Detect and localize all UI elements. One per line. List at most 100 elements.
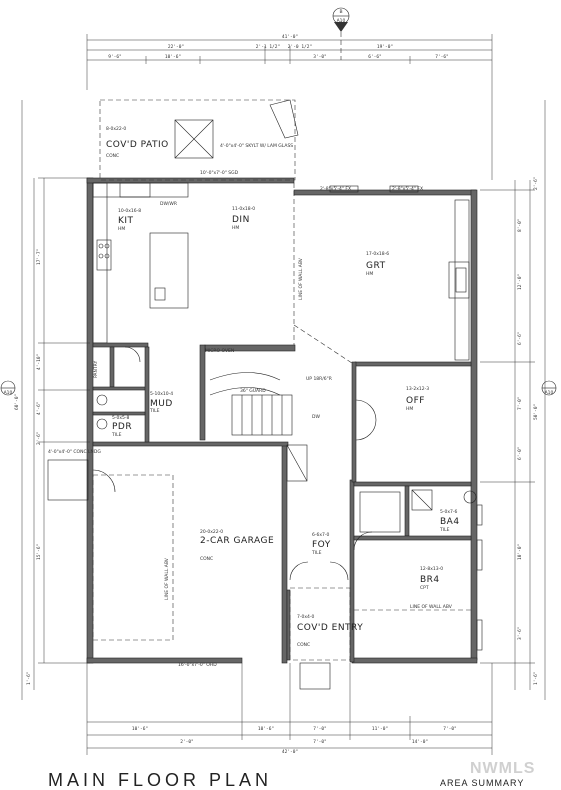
- service-rooms: PANTRY 5-10x10-4 MUD TILE 5-0x5-8 PDR TI…: [92, 342, 173, 443]
- dim-top-d: 6'-6": [368, 54, 382, 60]
- dim-bottom-c: 10'-6": [258, 726, 274, 732]
- entry-dims: 7-0x4-0: [297, 614, 314, 620]
- foy-name: FOY: [312, 540, 331, 550]
- dim-top-mid1: 2'-1 1/2": [256, 44, 280, 50]
- foy-dims: 6-6x7-0: [312, 532, 329, 538]
- dim-left-b: 4'-10": [36, 354, 42, 370]
- entry-name: COV'D ENTRY: [297, 623, 363, 633]
- dim-bottom-f: 11'-0": [372, 726, 388, 732]
- patio-finish: CONC: [106, 153, 119, 159]
- dim-left-c: 4'-6": [36, 401, 42, 415]
- dim-left-f: 1'-6": [26, 671, 32, 685]
- garage: 20-0x22-0 2-CAR GARAGE CONC LINE OF WALL…: [92, 474, 274, 668]
- side-marker-right: A10: [545, 390, 554, 396]
- mud-name: MUD: [150, 399, 173, 409]
- dim-left-d: 2'-6": [36, 431, 42, 445]
- pdr-name: PDR: [112, 422, 132, 432]
- br4-name: BR4: [420, 575, 440, 585]
- stair-core: 36" GUARD UP 18R/6"R MICRO OVEN DW: [199, 344, 332, 441]
- br4-dims: 12-8x13-0: [420, 566, 443, 572]
- dim-right-b: 8'-0": [517, 218, 523, 232]
- left-dimensions: 17'-7" 4'-10" 4'-6" 2'-6" 15'-6" 1'-6" 6…: [0, 100, 90, 700]
- section-marker-top: B A10: [332, 7, 350, 32]
- dim-right-d: 6'-6": [517, 331, 523, 345]
- mud-finish: TILE: [149, 408, 160, 414]
- dim-top-a: 9'-6": [108, 54, 122, 60]
- dim-bottom-b: 2'-0": [180, 739, 194, 745]
- side-marker-left: A10: [4, 390, 13, 396]
- dim-right-e: 7'-0": [517, 396, 523, 410]
- dim-left-a: 17'-7": [36, 249, 42, 265]
- dim-right-c: 12'-0": [517, 274, 523, 290]
- pantry-note: PANTRY: [93, 361, 99, 378]
- dim-left-overall: 60'-0": [14, 394, 20, 410]
- dim-top-mid2: 2'-0 1/2": [288, 44, 312, 50]
- great-room: 17-0x18-6 GRT HM 2'-8"x5'-4" FX 2'-8"x5'…: [293, 185, 470, 366]
- dining: 11-0x18-0 DIN HM DW/WR: [160, 183, 295, 345]
- patio-dims: 8-0x22-0: [106, 126, 126, 132]
- watermark-logo: NWMLS: [470, 760, 536, 777]
- conc-landing: 4'-0"x4'-0" CONC LNDG: [47, 449, 116, 501]
- br4-line-wall: LINE OF WALL ABV: [410, 604, 453, 610]
- dim-bottom-h: 7'-0": [443, 726, 457, 732]
- din-dims: 11-0x18-0: [232, 206, 255, 212]
- dim-right-a: 2'-6": [533, 176, 539, 190]
- section-marker-letter: B: [339, 9, 342, 15]
- ba4-finish: TILE: [439, 527, 450, 533]
- grt-line-wall: LINE OF WALL ABV: [298, 257, 304, 300]
- grt-dims: 17-0x18-6: [366, 251, 389, 257]
- foy-finish: TILE: [311, 550, 322, 556]
- kit-dims: 10-0x16-8: [118, 208, 141, 214]
- din-finish: HM: [232, 225, 239, 231]
- guard-note: 36" GUARD: [240, 388, 266, 394]
- grt-window-a: 2'-8"x5'-4" FX: [320, 186, 351, 192]
- plan-title: MAIN FLOOR PLAN: [48, 770, 273, 790]
- garage-door-note: 16'-0"x7'-0" OHD: [178, 662, 217, 668]
- patio-name: COV'D PATIO: [106, 140, 169, 150]
- area-summary-label: AREA SUMMARY: [440, 778, 525, 788]
- kit-name: KIT: [118, 216, 134, 226]
- dim-right-h: 3'-6": [517, 626, 523, 640]
- section-marker-sheet: A10: [337, 18, 346, 24]
- kit-finish: HM: [118, 226, 125, 232]
- off-name: OFF: [406, 396, 425, 406]
- off-dims: 13-2x12-3: [406, 386, 429, 392]
- dw-note: DW: [312, 414, 320, 420]
- garage-finish: CONC: [200, 556, 213, 562]
- dim-right-g: 10'-0": [517, 544, 523, 560]
- din-bottom-note: DW/WR: [160, 201, 177, 207]
- grt-finish: HM: [366, 271, 373, 277]
- off-finish: HM: [406, 406, 413, 412]
- skylight-note: 4'-0"x4'-0" SKYLT W/ LAM GLASS: [220, 143, 293, 149]
- bottom-dimensions: 10'-6" 2'-0" 10'-6" 7'-0" 7'-0" 11'-0" 1…: [86, 663, 493, 755]
- grt-window-b: 2'-8"x5'-4" FX: [392, 186, 423, 192]
- patio-door-note: 10'-0"x7'-0" SGD: [200, 170, 239, 176]
- up-note: UP 18R/6"R: [306, 376, 332, 382]
- din-name: DIN: [232, 215, 250, 225]
- bed-bath: 5-0x7-6 BA4 TILE 12-8x13-0 BR4 CPT LINE …: [353, 481, 483, 651]
- dim-bottom-overall: 42'-0": [282, 749, 298, 755]
- dim-bottom-e: 7'-0": [313, 739, 327, 745]
- covered-patio: 8-0x22-0 COV'D PATIO CONC 4'-0"x4'-0" SK…: [99, 99, 299, 181]
- dim-bottom-a: 10'-6": [132, 726, 148, 732]
- dim-left-e: 15'-6": [36, 544, 42, 560]
- pdr-finish: TILE: [111, 432, 122, 438]
- exterior-walls: [86, 177, 478, 664]
- right-dimensions: 2'-6" 8'-0" 12'-0" 6'-6" 7'-0" 6'-0" 10'…: [480, 100, 557, 700]
- dim-top-c: 3'-0": [313, 54, 327, 60]
- kitchen: 10-0x16-8 KIT HM: [92, 182, 189, 344]
- dim-top-left: 22'-0": [168, 44, 184, 50]
- dim-bottom-g: 14'-0": [412, 739, 428, 745]
- dim-top-overall: 41'-0": [282, 34, 298, 40]
- entry-finish: CONC: [297, 642, 310, 648]
- dim-right-f: 6'-0": [517, 446, 523, 460]
- mud-dims: 5-10x10-4: [150, 391, 173, 397]
- dim-top-right: 19'-0": [377, 44, 393, 50]
- garage-line-wall: LINE OF WALL ABV: [164, 557, 170, 600]
- ba4-dims: 5-0x7-6: [440, 509, 457, 515]
- dim-right-i: 1'-6": [533, 671, 539, 685]
- top-dimensions: 41'-0" 22'-0" 2'-1 1/2" 2'-0 1/2" 19'-0"…: [86, 34, 493, 180]
- dim-right-overall: 50'-0": [533, 404, 539, 420]
- dim-top-e: 7'-6": [435, 54, 449, 60]
